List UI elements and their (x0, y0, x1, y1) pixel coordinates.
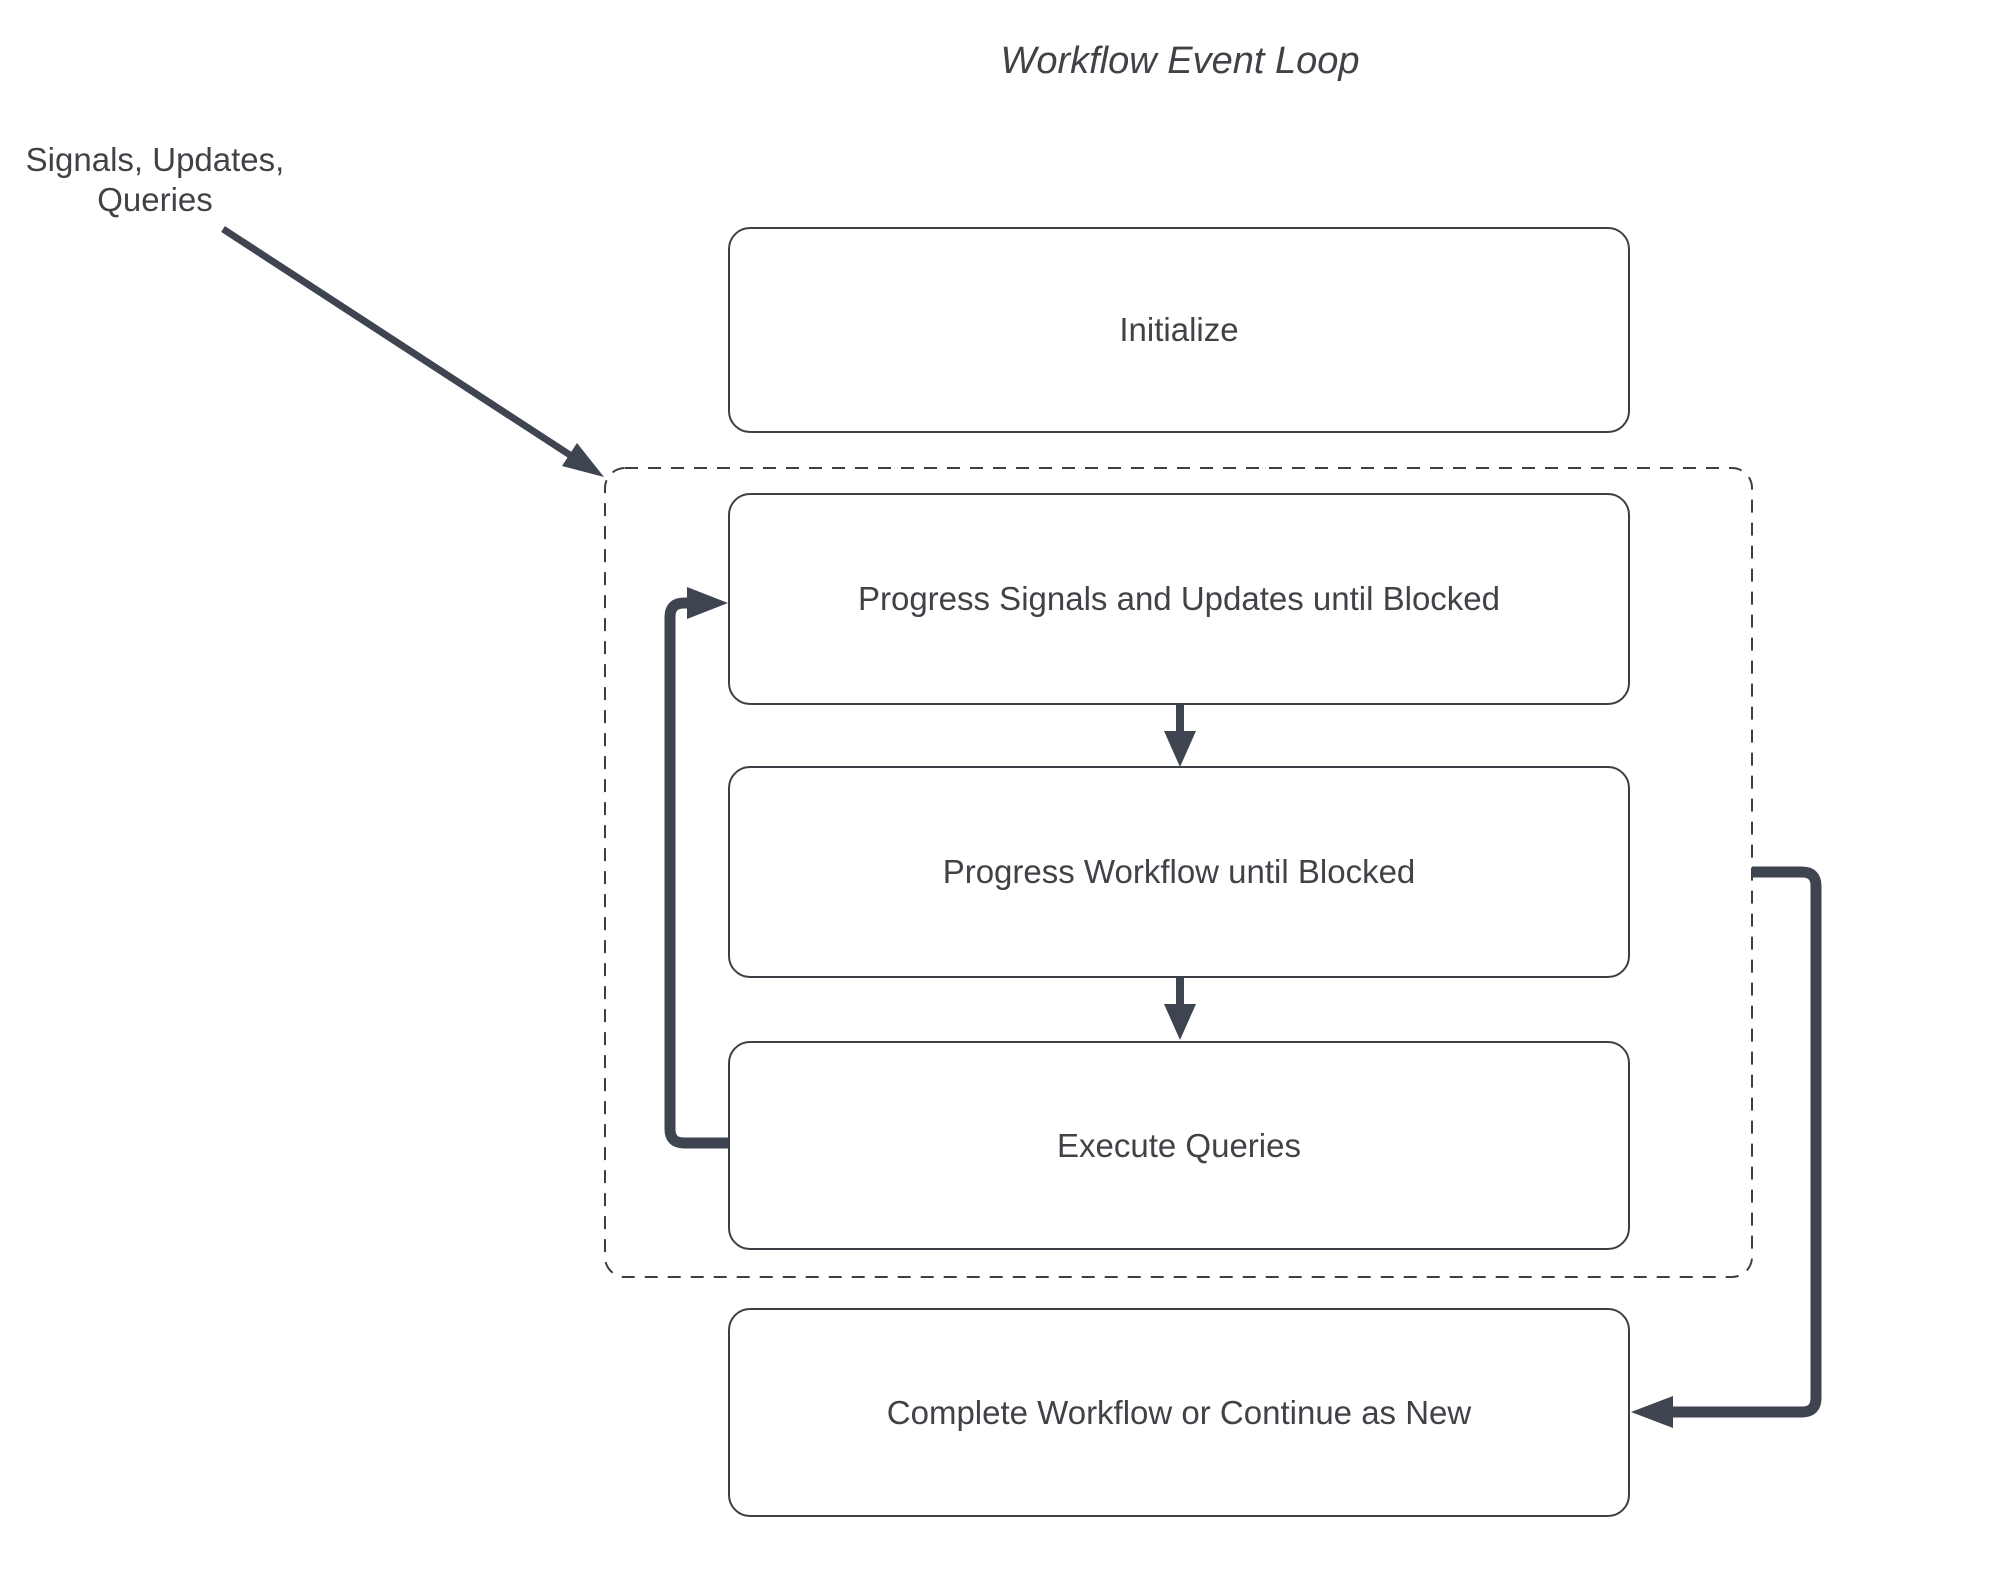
diagram-title: Workflow Event Loop (1000, 40, 1360, 82)
arrow-external-events-to-loop-icon (221, 226, 604, 477)
node-progress-workflow-label: Progress Workflow until Blocked (942, 853, 1416, 890)
node-initialize-label: Initialize (1119, 311, 1239, 348)
node-progress-signals-updates-label: Progress Signals and Updates until Block… (857, 580, 1501, 617)
node-execute-queries-label: Execute Queries (1057, 1126, 1301, 1164)
node-progress-workflow: Progress Workflow until Blocked (728, 766, 1630, 978)
node-initialize: Initialize (728, 227, 1630, 433)
node-progress-signals-updates: Progress Signals and Updates until Block… (728, 493, 1630, 705)
arrow-loop-back-icon (664, 587, 728, 1149)
arrow-signals-to-workflow-icon (1164, 705, 1196, 767)
node-complete-or-continue: Complete Workflow or Continue as New (728, 1308, 1630, 1517)
arrow-workflow-to-queries-icon (1164, 978, 1196, 1040)
external-events-label: Signals, Updates, Queries (25, 141, 285, 219)
arrow-loop-exit-to-complete-icon (1631, 866, 1822, 1428)
node-complete-or-continue-label: Complete Workflow or Continue as New (886, 1393, 1472, 1431)
node-execute-queries: Execute Queries (728, 1041, 1630, 1250)
